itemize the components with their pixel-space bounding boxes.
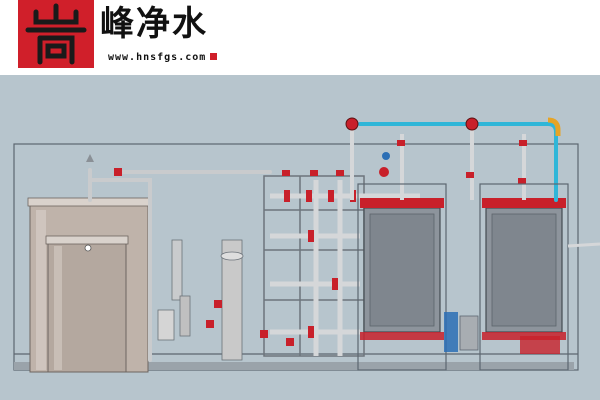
website-url[interactable]: www.hnsfgs.com: [108, 52, 207, 63]
pressure-gauges: [345, 117, 527, 184]
storage-tank-front: [45, 235, 129, 373]
inlet-pipe: [88, 168, 272, 362]
brand-name: 峰净水: [100, 4, 208, 44]
website-row: www.hnsfgs.com: [108, 52, 218, 63]
vessel-frames: [357, 183, 569, 371]
outlet-pipe: [567, 242, 600, 248]
seal-logo: [18, 0, 94, 68]
lower-pumps: [444, 312, 560, 354]
seal-logo-graphic: [18, 0, 94, 68]
orange-elbow: [547, 117, 561, 136]
membrane-vessel-right: [482, 198, 566, 340]
brand-square-icon: [210, 53, 218, 60]
rack-pipes: [270, 180, 420, 356]
filter-columns: [157, 239, 244, 361]
membrane-vessel-left: [360, 198, 444, 340]
equipment-drawing: [0, 75, 600, 400]
water-treatment-equipment-render: [0, 75, 600, 400]
vent-cap: [86, 154, 94, 162]
base-rail: [14, 362, 574, 370]
brand-header: 峰净水 www.hnsfgs.com: [0, 0, 600, 75]
